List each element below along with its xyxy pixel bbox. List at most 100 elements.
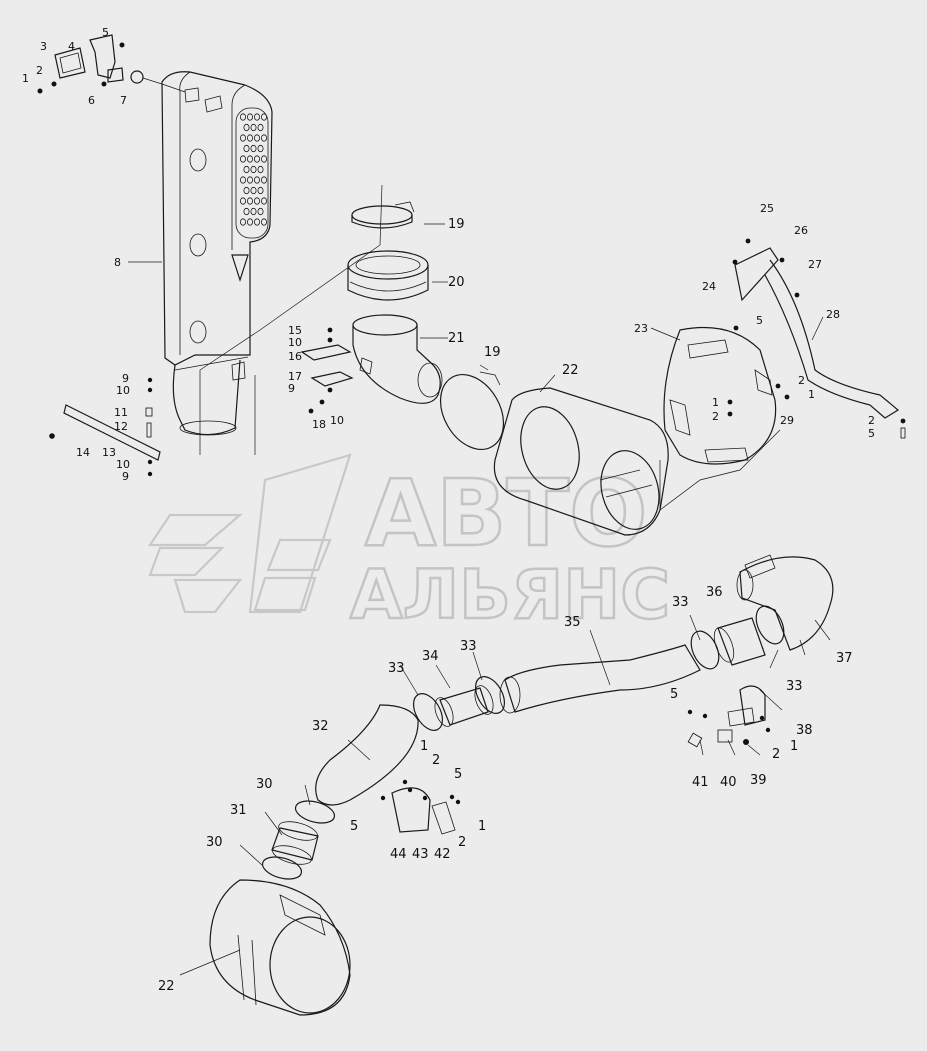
watermark-line1: АВТО <box>365 460 647 567</box>
callout-18: 18 <box>312 418 326 431</box>
leader-lines <box>179 223 831 976</box>
callout-10b: 10 <box>116 458 130 471</box>
callout-35: 35 <box>564 615 581 630</box>
callout-2d: 2 <box>868 414 875 427</box>
inlet-adapter-21 <box>352 314 443 404</box>
callout-17: 17 <box>288 370 302 383</box>
grille-hole <box>250 123 257 132</box>
callout-21: 21 <box>448 331 465 346</box>
callout-37: 37 <box>836 651 853 666</box>
inlet-cap-20 <box>347 250 429 301</box>
grille-hole <box>260 218 267 226</box>
clamp-38-assembly <box>687 685 771 748</box>
grille-hole <box>253 218 260 226</box>
grille-hole <box>239 134 246 142</box>
callout-40: 40 <box>720 775 737 790</box>
hose-36 <box>713 617 766 666</box>
callout-26: 26 <box>794 224 808 237</box>
hose-34 <box>434 685 494 727</box>
callout-31: 31 <box>230 803 247 818</box>
callout-19b: 19 <box>484 345 501 360</box>
grille-hole <box>250 207 257 216</box>
callout-12: 12 <box>114 420 128 433</box>
grille-hole <box>246 155 253 163</box>
air-filter-housing-bottom <box>209 879 351 1016</box>
support-arm <box>732 238 906 439</box>
callout-5d: 5 <box>670 687 678 702</box>
bracket-hardware <box>300 327 354 414</box>
callout-10c: 10 <box>288 336 302 349</box>
grille-hole <box>239 197 246 205</box>
callout-24: 24 <box>702 280 716 293</box>
grille-hole <box>257 165 264 174</box>
callout-27: 27 <box>808 258 822 271</box>
callout-1f: 1 <box>478 819 486 834</box>
hose-clamp-33-left <box>412 693 444 731</box>
callout-30a: 30 <box>256 777 273 792</box>
callout-9c: 9 <box>288 382 295 395</box>
callout-28: 28 <box>826 308 840 321</box>
callout-2b: 2 <box>712 410 719 423</box>
grille-hole <box>253 155 260 163</box>
rain-cap-bracket <box>37 34 186 94</box>
callout-5b: 5 <box>756 314 763 327</box>
hose-clamp-19-mid <box>439 371 505 450</box>
filter-bracket-strap <box>659 325 790 511</box>
grille-hole <box>253 134 260 142</box>
callout-1b: 1 <box>712 396 719 409</box>
callout-41: 41 <box>692 775 709 790</box>
callout-8: 8 <box>114 256 121 269</box>
callout-11: 11 <box>114 406 128 419</box>
callout-10d: 10 <box>330 414 344 427</box>
callout-2f: 2 <box>432 753 440 768</box>
callout-5a: 5 <box>102 26 109 39</box>
grille-hole <box>253 176 260 184</box>
hose-clamp-33-right <box>755 605 785 645</box>
callout-1d: 1 <box>790 739 798 754</box>
callout-36: 36 <box>706 585 723 600</box>
callout-42: 42 <box>434 847 451 862</box>
grille-hole <box>243 186 250 195</box>
grille-hole <box>250 186 257 195</box>
hose-clamp-30-upper <box>294 800 336 824</box>
grille-hole <box>253 113 260 121</box>
snorkel-grille-holes <box>239 113 267 226</box>
callout-2g: 2 <box>458 835 466 850</box>
hose-clamp-33-right-upper <box>690 630 720 670</box>
grille-hole <box>257 186 264 195</box>
grille-hole <box>257 207 264 216</box>
watermark: АВТО АЛЬЯНС <box>147 453 671 636</box>
grille-hole <box>243 165 250 174</box>
callout-23: 23 <box>634 322 648 335</box>
grille-hole <box>246 197 253 205</box>
mounting-bar <box>49 356 249 477</box>
grille-hole <box>246 176 253 184</box>
watermark-line2: АЛЬЯНС <box>350 556 670 635</box>
callout-33a: 33 <box>672 595 689 610</box>
callout-3: 3 <box>40 40 47 53</box>
callout-33b: 33 <box>786 679 803 694</box>
callout-9b: 9 <box>122 470 129 483</box>
grille-hole <box>246 134 253 142</box>
callout-29: 29 <box>780 414 794 427</box>
callout-19a: 19 <box>448 217 465 232</box>
callout-1a: 1 <box>22 72 29 85</box>
hose-clamp-30-lower <box>261 856 303 880</box>
grille-hole <box>250 165 257 174</box>
grille-hole <box>239 155 246 163</box>
grille-hole <box>246 218 253 226</box>
intake-pipe-35 <box>499 644 701 714</box>
callout-25: 25 <box>760 202 774 215</box>
callout-32: 32 <box>312 719 329 734</box>
grille-hole <box>250 144 257 153</box>
callout-9a: 9 <box>122 372 129 385</box>
hose-clamp-33-mid <box>474 676 506 714</box>
grille-hole <box>257 123 264 132</box>
grille-hole <box>243 144 250 153</box>
callout-13: 13 <box>102 446 116 459</box>
air-intake-snorkel <box>161 71 273 436</box>
grille-hole <box>253 197 260 205</box>
